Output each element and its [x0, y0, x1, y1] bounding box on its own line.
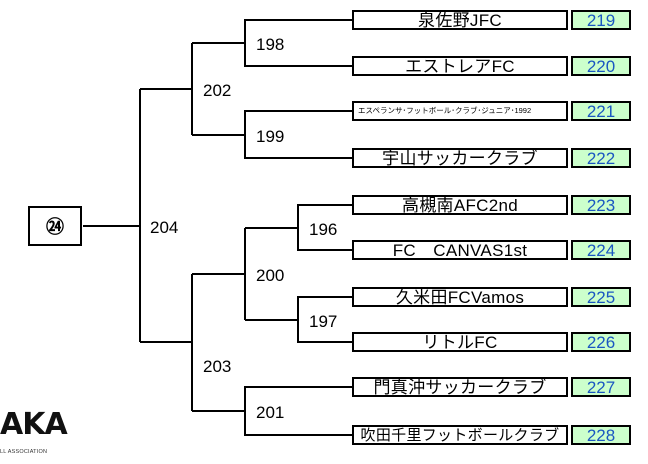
team-box-9: 門真沖サッカークラブ	[352, 377, 568, 397]
bracket-198	[192, 19, 352, 67]
bracket-202	[140, 43, 193, 135]
team-number-6: 224	[571, 240, 631, 260]
bracket-197	[245, 296, 352, 343]
team-box-6: FC CANVAS1st	[352, 240, 568, 260]
bracket-199	[192, 110, 352, 159]
bracket-200	[192, 228, 246, 320]
seed-box: ㉔	[28, 206, 82, 246]
team-number-7: 225	[571, 287, 631, 307]
match-201: 201	[256, 403, 285, 422]
team-box-5: 高槻南AFC2nd	[352, 195, 568, 215]
team-box-3: エスペランサ･フットボール･クラブ･ジュニア･1992	[352, 101, 568, 121]
match-200: 200	[256, 266, 285, 285]
match-203: 203	[203, 357, 232, 376]
team-box-7: 久米田FCVamos	[352, 287, 568, 307]
team-number-3: 221	[571, 101, 631, 121]
team-number-1: 219	[571, 10, 631, 30]
match-197: 197	[309, 312, 338, 331]
team-number-10: 228	[571, 425, 631, 445]
match-199: 199	[256, 127, 285, 146]
bracket-204	[83, 89, 141, 342]
team-number-4: 222	[571, 148, 631, 168]
match-198: 198	[256, 35, 285, 54]
team-number-2: 220	[571, 56, 631, 76]
match-202: 202	[203, 81, 232, 100]
bracket-201	[192, 386, 352, 436]
team-box-8: リトルFC	[352, 332, 568, 352]
team-number-8: 226	[571, 332, 631, 352]
team-box-10: 吹田千里フットボールクラブ	[352, 425, 568, 445]
bracket-203	[140, 274, 193, 411]
team-box-2: エストレアFC	[352, 56, 568, 76]
team-number-5: 223	[571, 195, 631, 215]
match-196: 196	[309, 220, 338, 239]
team-number-9: 227	[571, 377, 631, 397]
bracket-196	[245, 204, 352, 251]
association-logo-subtext: LL ASSOCIATION	[0, 449, 48, 455]
team-box-4: 宇山サッカークラブ	[352, 148, 568, 168]
team-box-1: 泉佐野JFC	[352, 10, 568, 30]
association-logo: AKA	[0, 407, 68, 442]
match-204: 204	[150, 218, 179, 237]
